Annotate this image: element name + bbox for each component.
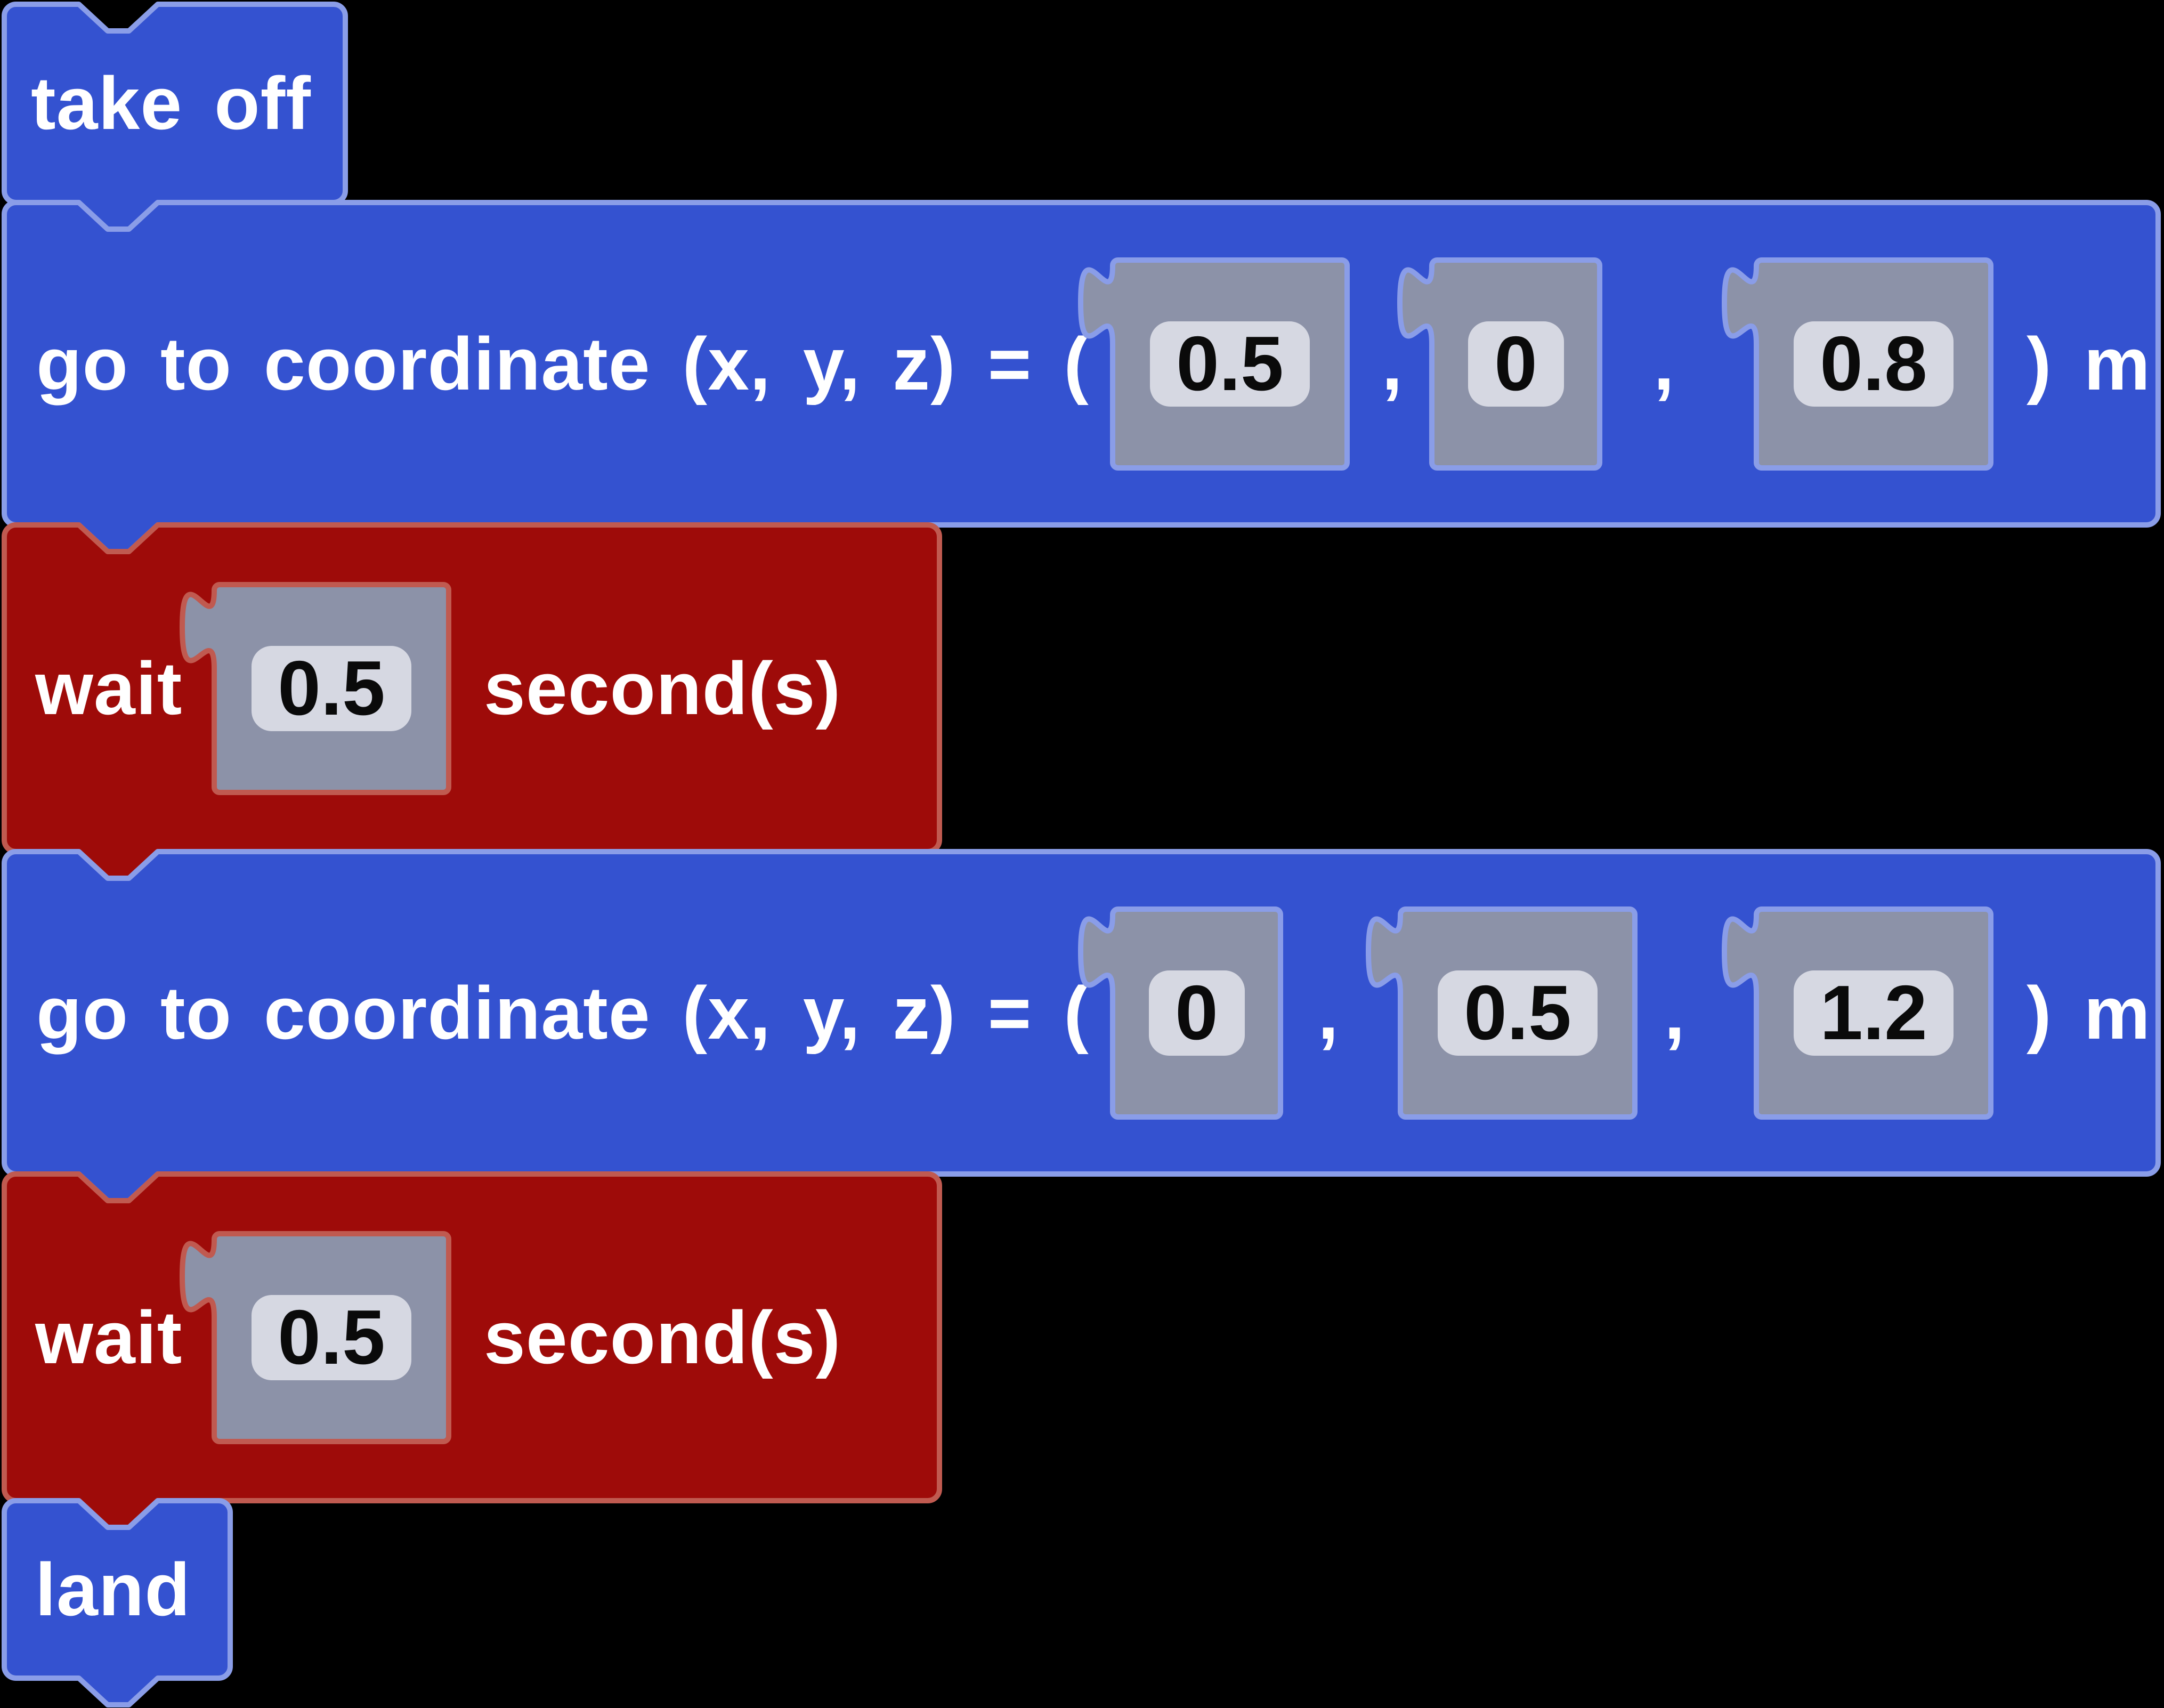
block-wait-2[interactable]: wait 0.5 second(s) — [2, 1171, 942, 1530]
coordinate-2-y-value: 0.5 — [1464, 969, 1571, 1056]
wait-1-label: wait — [35, 646, 183, 730]
coordinate-1-x-value: 0.5 — [1176, 320, 1284, 407]
coordinate-2-separator-2: , — [1664, 970, 1685, 1055]
wait-2-unit-label: second(s) — [484, 1295, 841, 1379]
coordinate-1-z-value: 0.8 — [1820, 320, 1927, 407]
wait-2-seconds-input[interactable]: 0.5 — [180, 1231, 451, 1444]
block-wait-1[interactable]: wait 0.5 second(s) — [2, 522, 942, 881]
wait-2-label: wait — [35, 1295, 183, 1379]
block-land[interactable]: land — [2, 1498, 233, 1707]
coordinate-2-separator-1: , — [1318, 970, 1339, 1055]
coordinate-1-y-field[interactable]: 0 — [1468, 321, 1564, 407]
coordinate-1-separator-2: , — [1654, 321, 1675, 406]
coordinate-2-x-input[interactable]: 0 — [1078, 906, 1283, 1120]
take-off-label: take off — [31, 61, 311, 145]
coordinate-1-x-field[interactable]: 0.5 — [1150, 321, 1310, 407]
coordinate-2-y-field[interactable]: 0.5 — [1438, 970, 1598, 1056]
go-to-coordinate-2-label: go to coordinate (x, y, z) = ( — [36, 970, 1089, 1055]
coordinate-1-separator-1: , — [1382, 321, 1403, 406]
go-to-coordinate-1-unit-label: ) m — [2027, 321, 2151, 406]
coordinate-2-z-field[interactable]: 1.2 — [1794, 970, 1954, 1056]
coordinate-2-z-value: 1.2 — [1820, 969, 1927, 1056]
wait-1-seconds-field[interactable]: 0.5 — [252, 645, 411, 731]
coordinate-2-x-value: 0 — [1175, 969, 1218, 1056]
coordinate-1-z-field[interactable]: 0.8 — [1794, 321, 1954, 407]
coordinate-1-x-input[interactable]: 0.5 — [1078, 257, 1350, 471]
block-take-off[interactable]: take off — [2, 2, 348, 232]
wait-2-seconds-field[interactable]: 0.5 — [252, 1294, 411, 1380]
coordinate-2-z-input[interactable]: 1.2 — [1722, 906, 1993, 1120]
wait-2-seconds-value: 0.5 — [278, 1294, 385, 1380]
coordinate-1-y-value: 0 — [1494, 320, 1537, 407]
block-go-to-coordinate-1[interactable]: go to coordinate (x, y, z) = ( 0.5 , 0 , — [2, 200, 2161, 554]
wait-1-seconds-input[interactable]: 0.5 — [180, 581, 451, 795]
coordinate-2-y-input[interactable]: 0.5 — [1366, 906, 1638, 1120]
wait-1-unit-label: second(s) — [484, 646, 841, 730]
coordinate-2-x-field[interactable]: 0 — [1148, 969, 1245, 1056]
go-to-coordinate-1-label: go to coordinate (x, y, z) = ( — [36, 321, 1089, 406]
coordinate-1-z-input[interactable]: 0.8 — [1722, 257, 1993, 471]
land-label: land — [35, 1547, 191, 1631]
wait-1-seconds-value: 0.5 — [278, 645, 385, 731]
go-to-coordinate-2-unit-label: ) m — [2027, 970, 2151, 1055]
coordinate-1-y-input[interactable]: 0 — [1397, 257, 1602, 471]
block-go-to-coordinate-2[interactable]: go to coordinate (x, y, z) = ( 0 , 0.5 , — [2, 849, 2161, 1203]
